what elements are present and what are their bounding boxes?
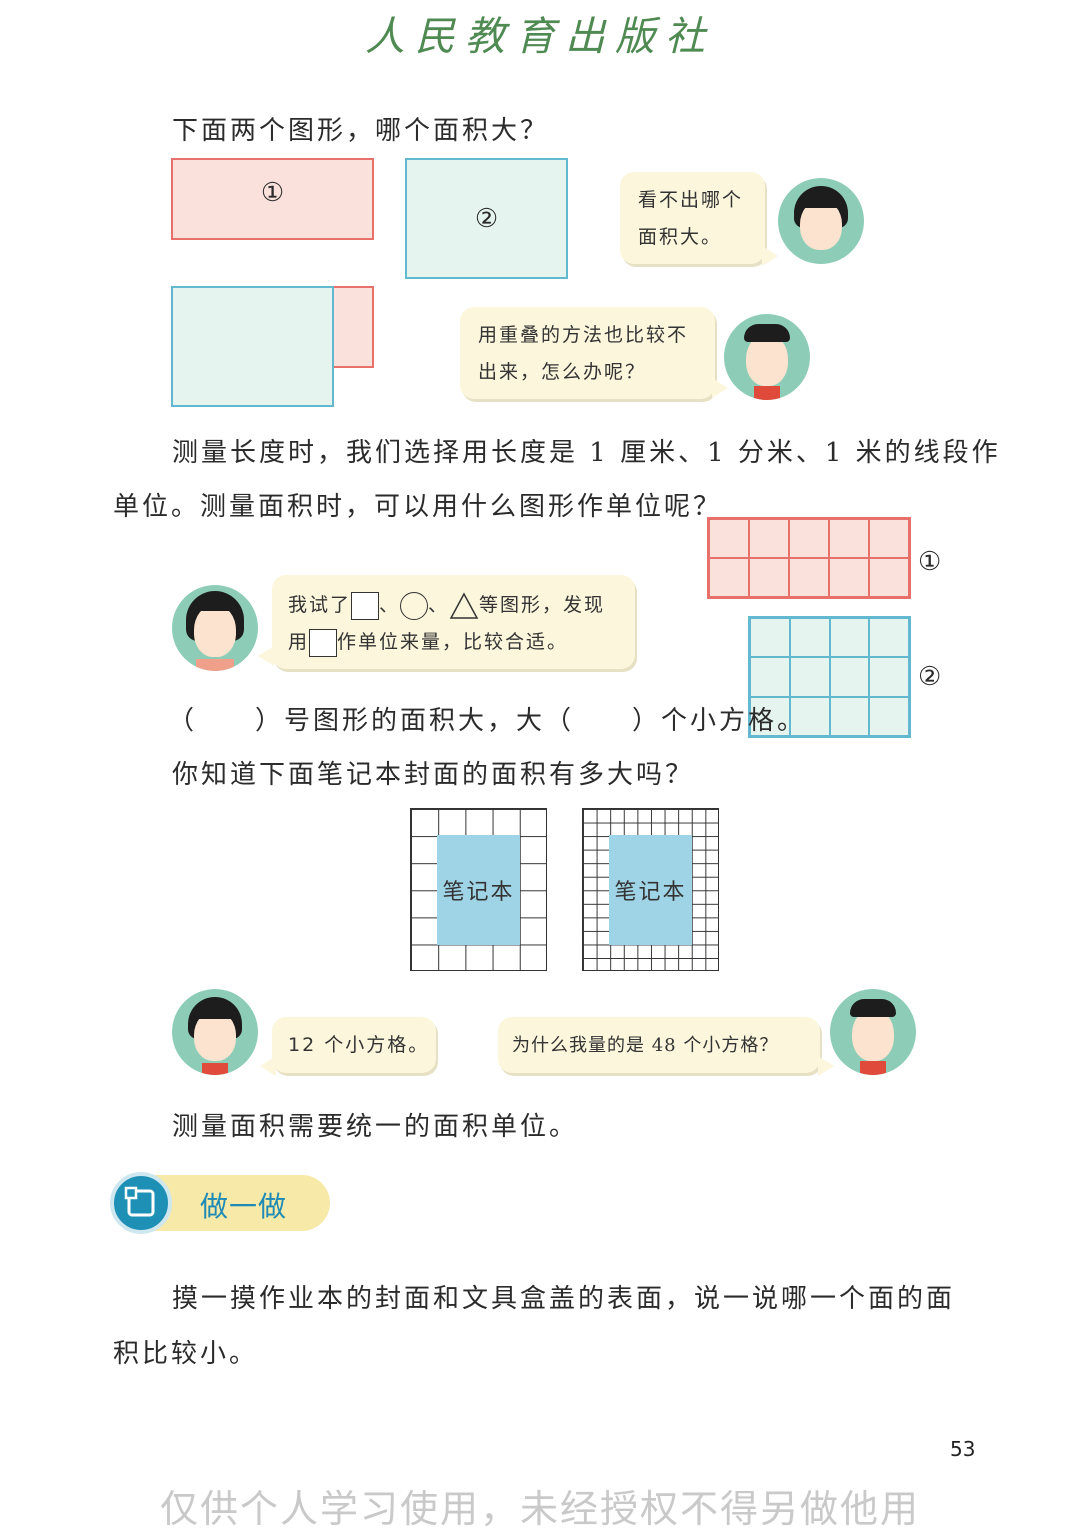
speech-text-line: 出来，怎么办呢？ bbox=[478, 361, 647, 383]
publisher-header: 人民教育出版社 bbox=[365, 14, 715, 60]
watermark-text: 仅供个人学习使用，未经授权不得另做他用 bbox=[159, 1487, 920, 1531]
square-shape-icon bbox=[351, 592, 380, 620]
grid-1-label: ① bbox=[918, 547, 942, 577]
girl-avatar bbox=[778, 178, 864, 264]
speech-bubble-girl-2: 我试了 、 、 等图形，发现 用 作单位来量，比较合适。 bbox=[272, 575, 635, 669]
grid-figure-2 bbox=[748, 616, 911, 738]
fill-blank-question: （ ）号图形的面积大，大（ ）个小方格。 bbox=[168, 706, 807, 736]
shape-rectangle-2: ② bbox=[405, 158, 568, 279]
overlap-mint-rectangle bbox=[171, 286, 334, 407]
speech-text-line: 用重叠的方法也比较不 bbox=[478, 324, 689, 346]
boy-avatar bbox=[724, 314, 810, 400]
shape-1-label: ① bbox=[260, 178, 285, 208]
speech-bubble-girl-1: 看不出哪个 面积大。 bbox=[620, 172, 765, 264]
activity-icon bbox=[110, 1172, 172, 1234]
shape-2-label: ② bbox=[474, 204, 499, 234]
speech-bubble-girl-3: 12 个小方格。 bbox=[272, 1017, 436, 1073]
speech-tail bbox=[712, 378, 728, 398]
notebook-cover: 笔记本 bbox=[609, 835, 692, 945]
paragraph-units-line-1: 测量长度时，我们选择用长度是 1 厘米、1 分米、1 米的线段作 bbox=[172, 438, 1001, 468]
notebook-grid-large-units: 笔记本 bbox=[410, 808, 547, 971]
speech-text: 作单位来量，比较合适。 bbox=[337, 631, 569, 653]
circle-shape-icon bbox=[400, 592, 429, 620]
question-compare-area: 下面两个图形，哪个面积大？ bbox=[172, 116, 550, 146]
speech-text-line: 面积大。 bbox=[638, 226, 723, 248]
speech-bubble-boy-1: 用重叠的方法也比较不 出来，怎么办呢？ bbox=[460, 307, 715, 399]
page-number: 53 bbox=[950, 1437, 976, 1461]
triangle-shape-icon bbox=[449, 592, 479, 619]
speech-tail bbox=[258, 646, 274, 666]
speech-text: 我试了 bbox=[288, 594, 352, 616]
square-shape-icon bbox=[309, 629, 338, 657]
boy-avatar bbox=[830, 989, 916, 1075]
speech-text: 为什么我量的是 48 个小方格？ bbox=[512, 1035, 779, 1056]
exercise-line-1: 摸一摸作业本的封面和文具盒盖的表面，说一说哪一个面的面 bbox=[172, 1284, 956, 1314]
notebook-label: 笔记本 bbox=[442, 880, 515, 905]
grid-2-label: ② bbox=[918, 662, 942, 692]
paragraph-units-line-2: 单位。测量面积时，可以用什么图形作单位呢？ bbox=[113, 492, 723, 522]
shape-rectangle-1: ① bbox=[171, 158, 374, 240]
speech-bubble-boy-2: 为什么我量的是 48 个小方格？ bbox=[498, 1017, 820, 1073]
speech-text: 12 个小方格。 bbox=[288, 1034, 430, 1056]
speech-text: 、 bbox=[379, 594, 401, 616]
girl-avatar bbox=[172, 989, 258, 1075]
girl-avatar bbox=[172, 585, 258, 671]
speech-text: 用 bbox=[288, 631, 310, 653]
speech-text-line: 看不出哪个 bbox=[638, 189, 744, 211]
grid-figure-1 bbox=[707, 517, 911, 599]
section-title: 做一做 bbox=[200, 1190, 288, 1223]
notebook-grid-small-units: 笔记本 bbox=[582, 808, 719, 971]
notebook-label: 笔记本 bbox=[614, 880, 687, 905]
speech-tail bbox=[818, 1056, 834, 1076]
exercise-line-2: 积比较小。 bbox=[113, 1339, 259, 1369]
speech-text: 等图形，发现 bbox=[479, 594, 606, 616]
speech-tail bbox=[762, 246, 778, 266]
conclusion-statement: 测量面积需要统一的面积单位。 bbox=[172, 1112, 579, 1142]
speech-text: 、 bbox=[428, 594, 450, 616]
notebook-cover: 笔记本 bbox=[437, 835, 520, 945]
question-notebook-area: 你知道下面笔记本封面的面积有多大吗？ bbox=[172, 760, 695, 790]
